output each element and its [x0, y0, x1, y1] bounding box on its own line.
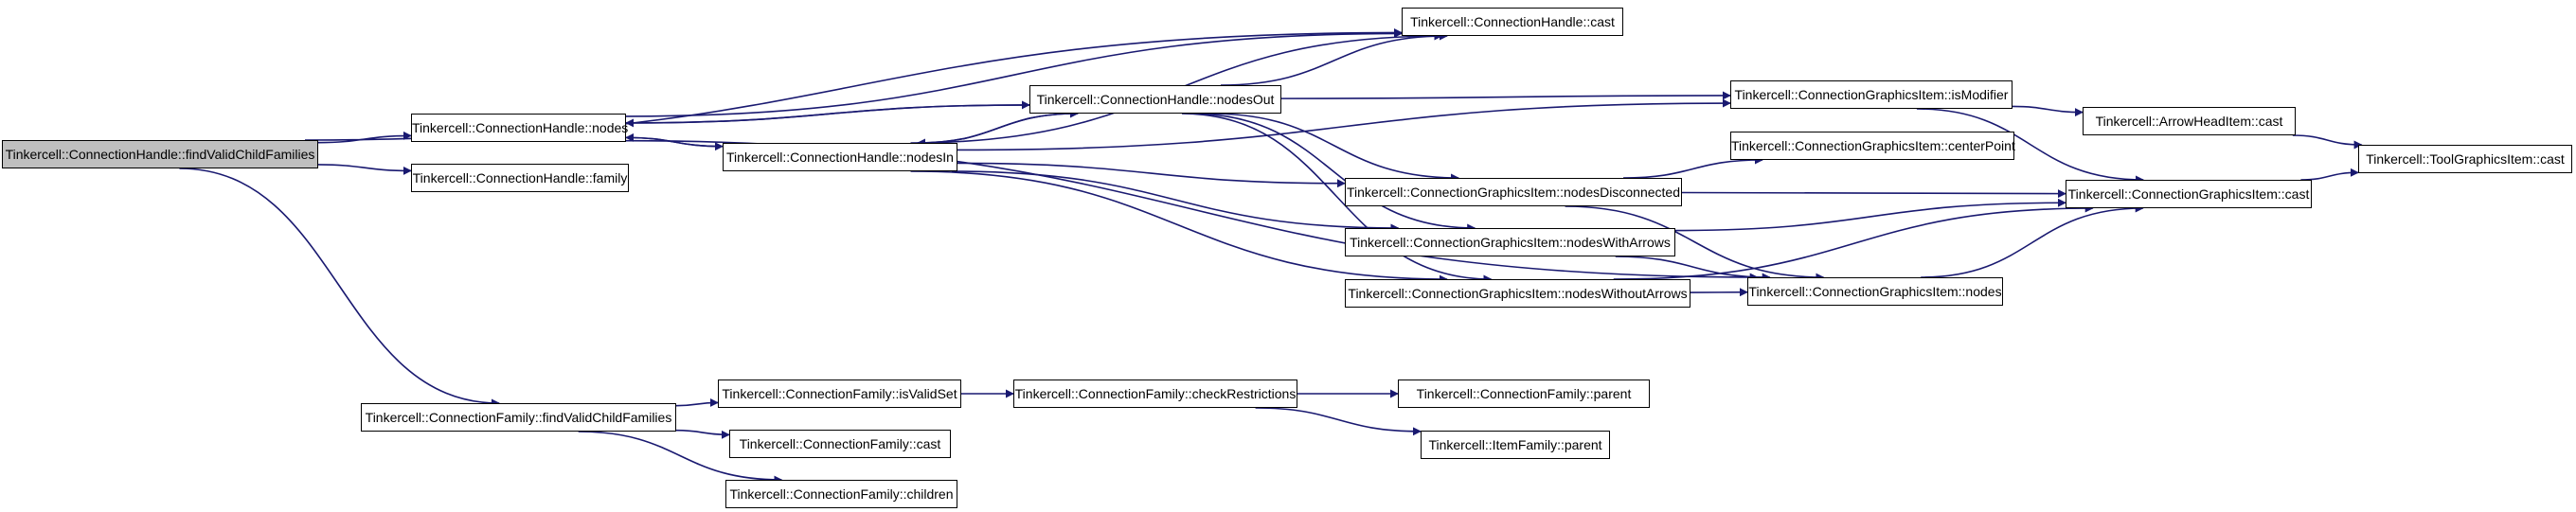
- node-root[interactable]: Tinkercell::ConnectionHandle::findValidC…: [2, 140, 318, 168]
- edge-cgi_nodesWithArrows-to-cgi_cast: [1674, 198, 2066, 232]
- edge-ch_nodesIn-to-cgi_nodesWithoutArrows: [910, 170, 1448, 284]
- edge-ch_nodesOut-to-cgi_nodesWithoutArrows: [1181, 113, 1493, 284]
- node-tgi-cast[interactable]: Tinkercell::ToolGraphicsItem::cast: [2358, 145, 2572, 173]
- edge-cf_findValidChildFamilies-to-cf_children: [578, 431, 783, 485]
- edge-cf_checkRestrictions-to-if_parent: [1255, 407, 1422, 436]
- edge-cgi_nodesDisconnected-to-cgi_nodes: [1565, 205, 1825, 282]
- edge-root-to-cf_findValidChildFamilies: [179, 168, 500, 408]
- edge-ch_nodesIn-to-ch_nodesOut: [917, 109, 1080, 144]
- edge-ch_nodes-to-ch_cast: [625, 28, 1403, 117]
- node-ch-nodesout[interactable]: Tinkercell::ConnectionHandle::nodesOut: [1029, 85, 1281, 114]
- node-cgi-nodesdisconnected[interactable]: Tinkercell::ConnectionGraphicsItem::node…: [1345, 178, 1682, 206]
- node-ch-family[interactable]: Tinkercell::ConnectionHandle::family: [411, 164, 629, 192]
- node-cf-cast[interactable]: Tinkercell::ConnectionFamily::cast: [729, 430, 951, 458]
- node-cgi-centerpoint[interactable]: Tinkercell::ConnectionGraphicsItem::cent…: [1730, 132, 2015, 160]
- edge-ch_nodesIn-to-cgi_nodesWithArrows: [951, 170, 1400, 233]
- node-ch-cast[interactable]: Tinkercell::ConnectionHandle::cast: [1402, 8, 1623, 36]
- edge-cgi_nodes-to-cgi_cast: [1921, 203, 2144, 278]
- edge-ch_nodesOut-to-cgi_isModifier: [1280, 91, 1731, 100]
- edge-cgi_isModifier-to-ahi_cast: [2012, 105, 2084, 117]
- node-ch-nodesin[interactable]: Tinkercell::ConnectionHandle::nodesIn: [723, 143, 957, 171]
- node-cf-parent[interactable]: Tinkercell::ConnectionFamily::parent: [1398, 380, 1650, 408]
- node-cf-findvalidchildfamilies[interactable]: Tinkercell::ConnectionFamily::findValidC…: [361, 403, 676, 432]
- edge-root-to-ch_family: [317, 164, 412, 175]
- edge-ch_nodesOut-to-cgi_nodesWithArrows: [1190, 113, 1476, 233]
- node-cgi-nodes[interactable]: Tinkercell::ConnectionGraphicsItem::node…: [1747, 277, 2003, 306]
- edge-cf_findValidChildFamilies-to-cf_isValidSet: [675, 397, 719, 407]
- edge-ch_nodesOut-to-cgi_nodesDisconnected: [1209, 113, 1460, 183]
- node-cgi-nodeswitharrows[interactable]: Tinkercell::ConnectionGraphicsItem::node…: [1345, 228, 1675, 256]
- node-ahi-cast[interactable]: Tinkercell::ArrowHeadItem::cast: [2083, 107, 2296, 135]
- edge-ch_nodesIn-to-cgi_isModifier: [957, 98, 1731, 151]
- node-cf-isvalidset[interactable]: Tinkercell::ConnectionFamily::isValidSet: [718, 380, 961, 408]
- edge-ch_nodesIn-to-cgi_nodesDisconnected: [957, 162, 1346, 188]
- node-cgi-cast[interactable]: Tinkercell::ConnectionGraphicsItem::cast: [2066, 180, 2312, 208]
- node-ch-nodes[interactable]: Tinkercell::ConnectionHandle::nodes: [411, 114, 628, 142]
- edge-cgi_cast-to-tgi_cast: [2300, 168, 2359, 181]
- edge-cgi_nodesDisconnected-to-cgi_cast: [1681, 189, 2066, 199]
- node-cgi-nodeswithoutarrows[interactable]: Tinkercell::ConnectionGraphicsItem::node…: [1345, 279, 1690, 308]
- edge-cgi_isModifier-to-cgi_cast: [1916, 108, 2145, 185]
- edge-cgi_nodesWithoutArrows-to-cgi_cast: [1613, 203, 2094, 280]
- node-cf-children[interactable]: Tinkercell::ConnectionFamily::children: [725, 480, 957, 508]
- edge-ch_nodesOut-to-ch_cast: [1220, 31, 1448, 86]
- edge-ch_nodesOut-to-ch_nodes: [625, 104, 1030, 128]
- edge-ch_nodesIn-to-ch_nodes: [625, 132, 724, 148]
- edge-cgi_nodesWithArrows-to-cgi_nodes: [1615, 256, 1771, 282]
- edge-cgi_nodesDisconnected-to-cgi_centerPoint: [1623, 155, 1763, 179]
- node-cgi-ismodifier[interactable]: Tinkercell::ConnectionGraphicsItem::isMo…: [1730, 80, 2012, 109]
- node-if-parent[interactable]: Tinkercell::ItemFamily::parent: [1421, 431, 1610, 459]
- node-cf-checkrestrictions[interactable]: Tinkercell::ConnectionFamily::checkRestr…: [1013, 380, 1297, 408]
- edge-cf_findValidChildFamilies-to-cf_cast: [675, 429, 730, 439]
- edge-ahi_cast-to-tgi_cast: [2292, 134, 2363, 150]
